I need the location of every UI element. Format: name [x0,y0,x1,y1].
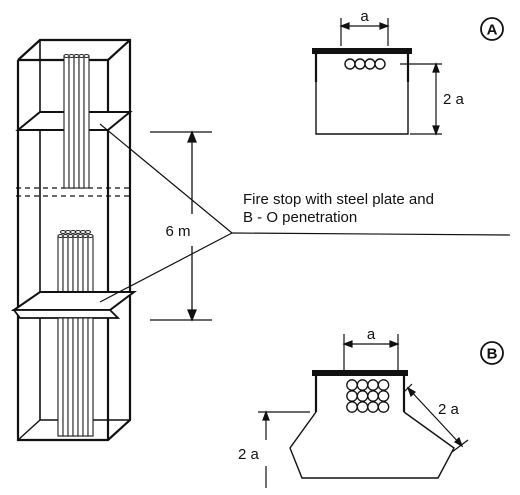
detail-a-height-label: 2 a [443,91,465,108]
detail-b-width-label: a [367,326,376,343]
badge-a-label: A [487,22,498,39]
detail-b-height-label: 2 a [238,446,260,463]
height-label: 6 m [165,223,190,240]
badge-b-label: B [487,346,498,363]
break-marks [16,187,132,197]
detail-b-cables [346,379,390,413]
detail-a-cables [344,58,386,70]
shaft-bottom-diag [17,419,41,441]
badge-a [480,17,504,41]
cable-bundle-lower-below [57,317,94,437]
caption-line-2: B - O penetration [243,209,357,226]
detail-a: A a 2 a [312,8,504,136]
detail-a-plate [312,48,412,54]
fire-stop-plate-bottom [10,291,137,311]
leader-lines [99,123,511,303]
badge-b [480,341,504,365]
caption-line-1: Fire stop with steel plate and [243,191,434,208]
detail-b: B a [238,326,504,488]
cable-bundle-upper [63,53,90,189]
shaft-top-right [107,39,131,61]
detail-b-side-label: 2 a [438,401,460,418]
detail-a-body [315,82,409,135]
detail-b-body [289,411,455,479]
detail-a-width-label: a [360,8,369,25]
detail-b-plate [312,370,408,376]
